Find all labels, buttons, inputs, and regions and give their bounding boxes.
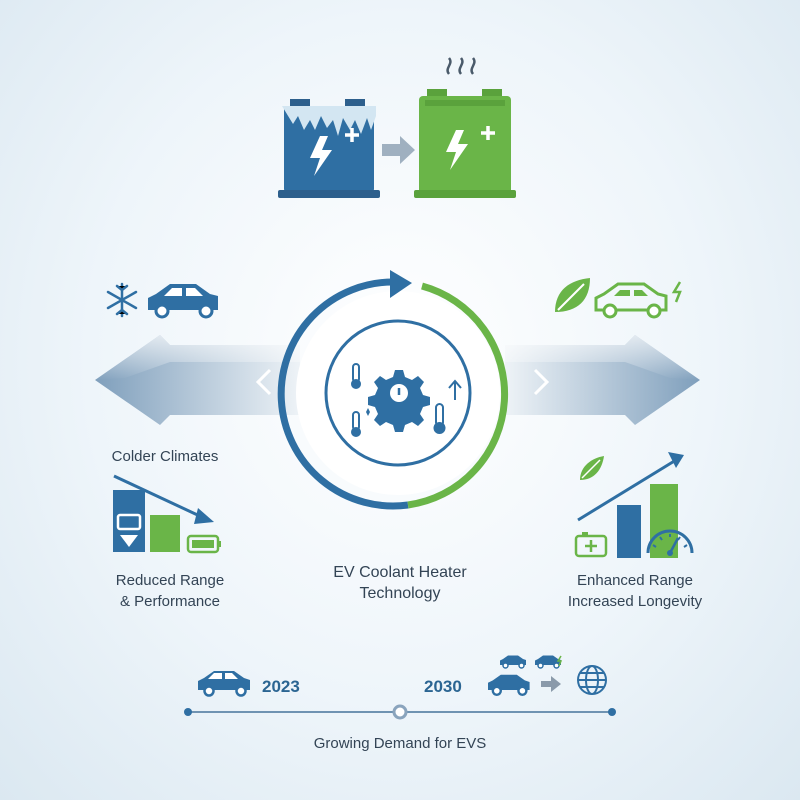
car-icon-small-1 [500,655,526,669]
timeline-year-end: 2030 [424,677,462,696]
timeline-caption: Growing Demand for EVS [313,735,487,752]
gear-icon [368,370,430,432]
leaf-icon [555,278,590,312]
reduced-range-label: Reduced Range & Performance [90,570,250,612]
right-arrow [505,335,700,425]
left-arrow [95,335,300,425]
frozen-battery-icon [278,99,380,198]
car-icon-2030 [488,674,530,697]
globe-icon [577,665,607,695]
arrow-right-icon [382,136,415,164]
center-technology-label: EV Coolant Heater Technology [310,562,490,604]
bar-chart-icon [113,474,221,554]
thermometer-icon [351,363,462,437]
timeline-year-start: 2023 [262,677,300,696]
car-icon-2023 [198,671,250,697]
reduced-range-line1: Reduced Range [115,572,225,589]
speedometer-icon [646,529,694,556]
growth-chart-icon [574,452,684,558]
enhanced-range-line2: Increased Longevity [567,593,703,610]
center-line1: EV Coolant Heater [333,564,467,581]
timeline-axis [184,704,616,720]
charged-battery-icon [414,57,516,198]
snowflake-icon [106,282,138,318]
enhanced-range-label: Enhanced Range Increased Longevity [545,570,725,612]
car-icon-small-2 [535,655,561,669]
colder-climates-label: Colder Climates [111,448,219,465]
center-line2: Technology [359,585,441,602]
timeline-icons [198,655,607,697]
enhanced-range-line1: Enhanced Range [577,572,693,589]
car-icon [148,284,218,319]
car-icon-green [594,281,682,319]
timeline-arrow-icon [541,676,561,692]
reduced-range-line2: & Performance [119,593,221,610]
